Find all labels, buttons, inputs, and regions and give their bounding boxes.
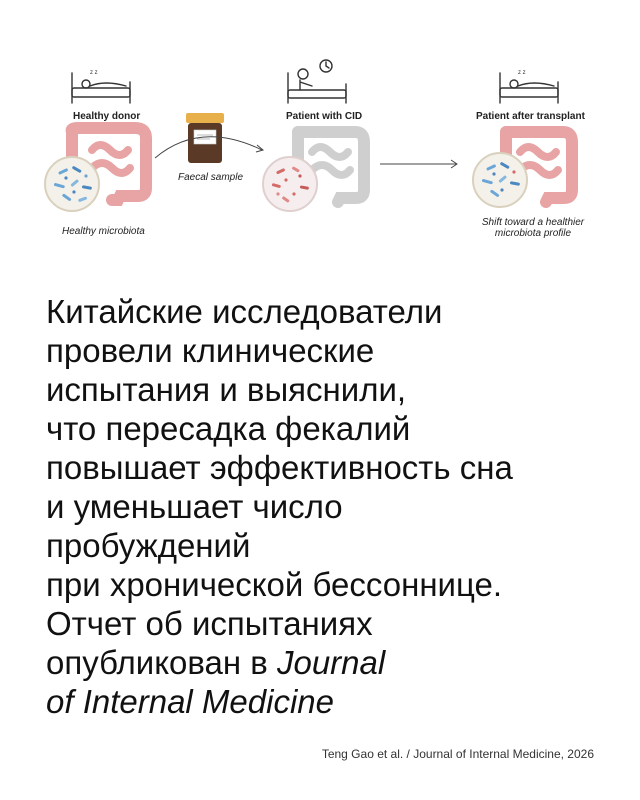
- headline-line: и уменьшает число: [46, 488, 343, 525]
- faecal-sample-label: Faecal sample: [178, 172, 244, 183]
- fmt-diagram: z z z z: [0, 0, 640, 270]
- restored-microbiota-icon: [472, 152, 528, 208]
- diagram-graphics: z z z z: [44, 59, 578, 212]
- healthy-microbiota-label: Healthy microbiota: [62, 226, 145, 237]
- journal-name-part2: of Internal Medicine: [46, 683, 334, 720]
- arrow-to-patient-icon: [154, 136, 263, 159]
- headline: Китайские исследователи провели клиничес…: [46, 292, 616, 721]
- shift-label-line2: microbiota profile: [494, 228, 572, 239]
- shift-label: Shift toward a healthier microbiota prof…: [468, 217, 598, 239]
- headline-line: повышает эффективность сна: [46, 449, 513, 486]
- headline-line-journal-2: of Internal Medicine: [46, 682, 616, 721]
- headline-line: Отчет об испытаниях: [46, 605, 373, 642]
- svg-text:z z: z z: [518, 70, 526, 76]
- headline-line: что пересадка фекалий: [46, 410, 411, 447]
- faecal-sample-jar-icon: [186, 113, 224, 163]
- awake-person-icon: [287, 59, 347, 104]
- arrowhead-1-icon: [255, 144, 265, 153]
- sleeping-person-after-icon: z z: [499, 70, 559, 104]
- arrowhead-2-icon: [450, 159, 458, 169]
- headline-prefix: опубликован в: [46, 644, 277, 681]
- shift-label-line1: Shift toward a healthier: [481, 217, 585, 228]
- healthy-donor-label: Healthy donor: [73, 111, 141, 122]
- headline-line: Китайские исследователи: [46, 293, 443, 330]
- headline-line: испытания и выяснили,: [46, 371, 407, 408]
- headline-line-journal: опубликован в Journal: [46, 643, 616, 682]
- headline-line: пробуждений: [46, 527, 251, 564]
- source-citation: Teng Gao et al. / Journal of Internal Me…: [321, 747, 594, 761]
- patient-after-label: Patient after transplant: [476, 111, 585, 122]
- sleeping-person-icon: z z: [71, 70, 131, 104]
- dysbiotic-microbiota-icon: [262, 156, 318, 212]
- headline-line: провели клинические: [46, 332, 375, 369]
- patient-cid-label: Patient with CID: [286, 111, 363, 122]
- headline-line: при хронической бессоннице.: [46, 566, 503, 603]
- journal-name-part1: Journal: [276, 644, 386, 681]
- healthy-microbiota-icon: [44, 156, 100, 212]
- svg-text:z z: z z: [90, 70, 98, 76]
